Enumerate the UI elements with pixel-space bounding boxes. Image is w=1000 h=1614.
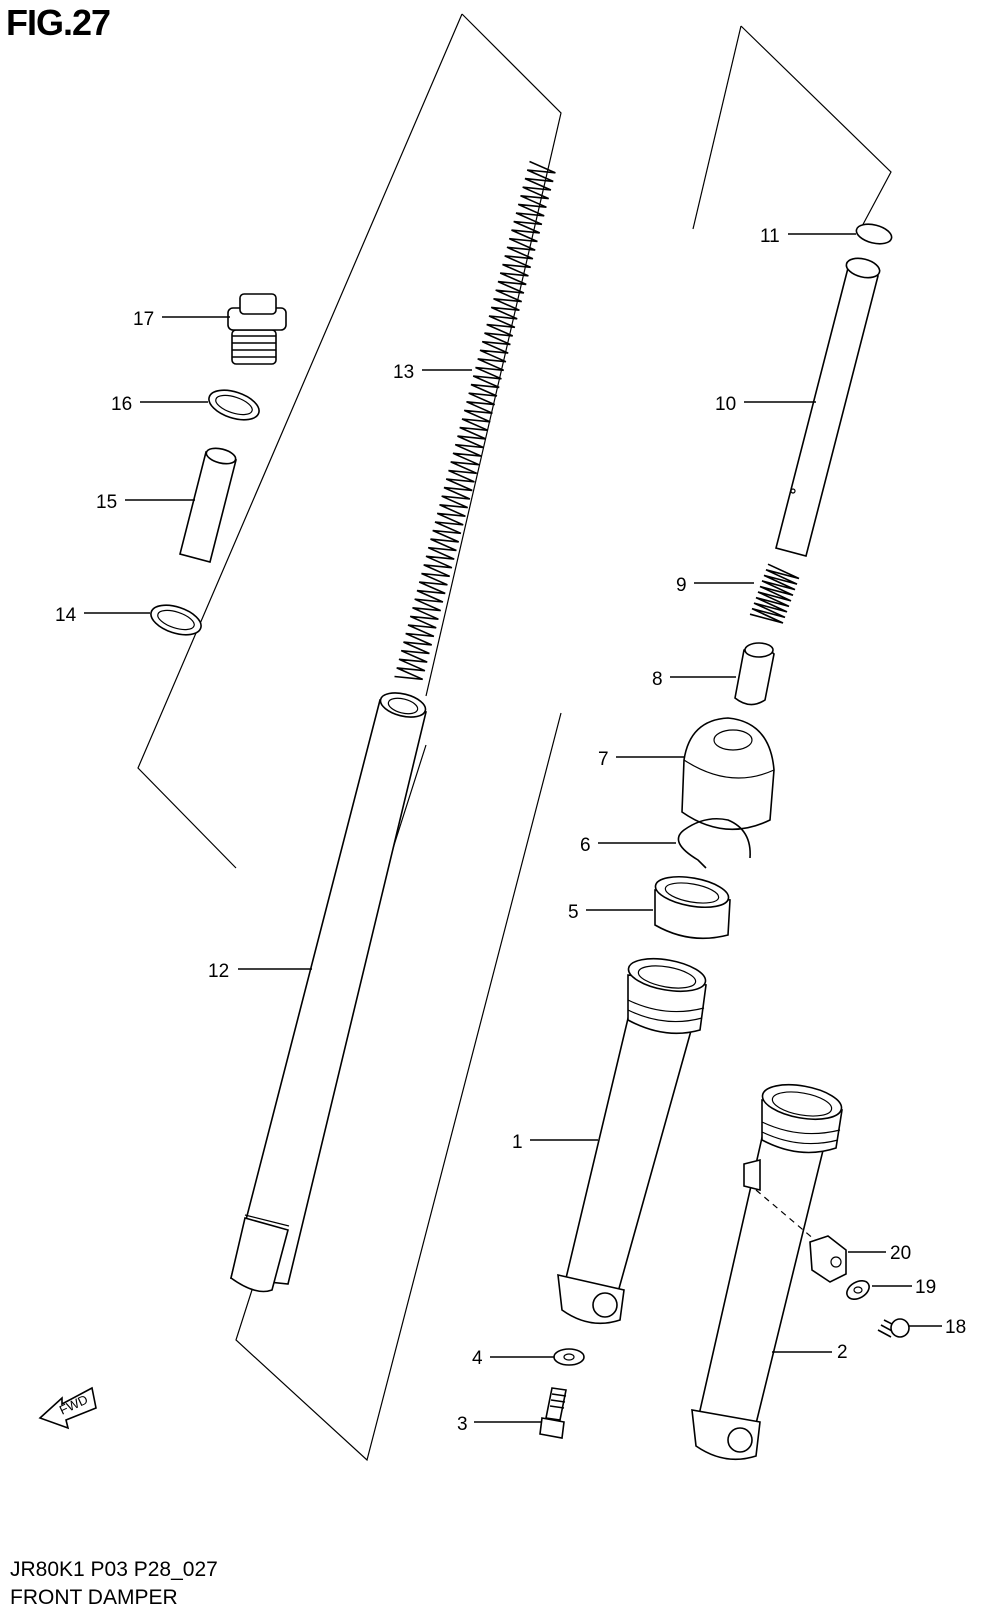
callout-16: 16: [111, 394, 208, 415]
figure-code: JR80K1 P03 P28_027: [10, 1558, 218, 1581]
forward-direction-arrow: FWD: [38, 1386, 97, 1430]
svg-text:12: 12: [208, 961, 229, 982]
svg-text:10: 10: [715, 394, 736, 415]
callout-5: 5: [568, 902, 653, 923]
callout-3: 3: [457, 1414, 542, 1435]
damper-rod: [775, 257, 881, 557]
svg-text:13: 13: [393, 362, 414, 383]
o-ring-lower: [150, 604, 202, 636]
svg-text:14: 14: [55, 605, 77, 626]
svg-text:18: 18: [945, 1317, 966, 1338]
callout-18: 18: [908, 1317, 966, 1338]
washer-clamp: [846, 1280, 870, 1300]
callout-9: 9: [676, 575, 754, 596]
gasket-washer: [553, 1348, 585, 1366]
svg-text:16: 16: [111, 394, 132, 415]
callout-8: 8: [652, 669, 736, 690]
rebound-spring: [749, 563, 800, 624]
hose-clamp: [809, 1235, 847, 1283]
stopper-ring: [677, 817, 751, 869]
outer-tube-right: [691, 1083, 843, 1461]
svg-text:4: 4: [472, 1348, 483, 1369]
fork-spring: [394, 160, 556, 681]
cap-bolt: [227, 293, 287, 365]
figure-name: FRONT DAMPER: [10, 1586, 178, 1609]
figure-title: FIG.27: [6, 2, 111, 43]
clamp-screw: [877, 1318, 910, 1338]
svg-text:20: 20: [890, 1243, 911, 1264]
callout-6: 6: [580, 835, 676, 856]
callout-4: 4: [472, 1348, 554, 1369]
right-assembly-frame: [692, 25, 892, 231]
callout-20: 20: [848, 1243, 911, 1264]
callout-19: 19: [872, 1277, 936, 1298]
svg-text:19: 19: [915, 1277, 936, 1298]
svg-text:15: 15: [96, 492, 117, 513]
callout-17: 17: [133, 309, 230, 330]
svg-text:3: 3: [457, 1414, 468, 1435]
svg-text:11: 11: [760, 226, 780, 247]
svg-text:17: 17: [133, 309, 154, 330]
oil-seal: [654, 875, 731, 940]
svg-text:6: 6: [580, 835, 591, 856]
piston-ring: [855, 223, 893, 245]
oil-lock-piece: [734, 642, 775, 706]
svg-text:9: 9: [676, 575, 687, 596]
svg-text:5: 5: [568, 902, 579, 923]
svg-text:8: 8: [652, 669, 663, 690]
inner-tube: [229, 692, 427, 1293]
damper-bolt: [539, 1387, 567, 1439]
callout-2: 2: [772, 1342, 848, 1363]
callout-10: 10: [715, 394, 816, 415]
callout-12: 12: [208, 961, 312, 982]
callout-7: 7: [598, 749, 684, 770]
callout-11: 11: [760, 226, 856, 247]
callout-1: 1: [512, 1132, 598, 1153]
left-assembly-frame: [137, 13, 562, 1462]
svg-text:1: 1: [512, 1132, 523, 1153]
dust-seal: [681, 717, 775, 831]
callout-15: 15: [96, 492, 195, 513]
callout-14: 14: [55, 605, 150, 626]
outer-tube-left: [557, 957, 707, 1325]
o-ring-upper: [208, 389, 260, 421]
callout-13: 13: [393, 362, 472, 383]
svg-text:2: 2: [837, 1342, 848, 1363]
spacer-tube: [179, 447, 237, 563]
svg-text:7: 7: [598, 749, 609, 770]
